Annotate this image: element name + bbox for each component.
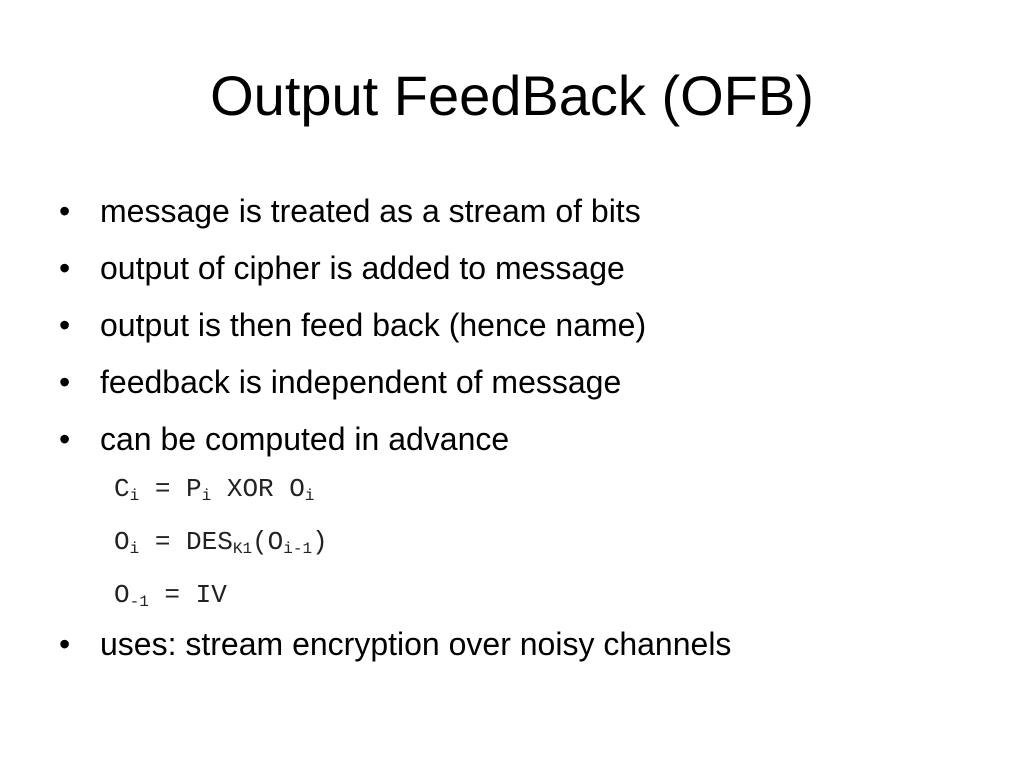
formula-term: = P [139,474,202,504]
formula-subscript: K1 [232,540,253,558]
formula-term: O [114,580,130,610]
formula-term: O [114,527,130,557]
bullet-dot: • [59,307,71,343]
bullet-item: • can be computed in advance [56,415,996,463]
bullet-item: • uses: stream encryption over noisy cha… [56,620,996,668]
formula-term: = DES [139,527,233,557]
formula-subscript: i [129,487,140,505]
formula-subscript: i [304,487,315,505]
formula-term: = IV [148,580,227,610]
bullet-text: feedback is independent of message [100,364,622,400]
formula-output: Oi = DESK1(Oi-1) [114,524,328,560]
formula-term: ) [312,527,328,557]
bullet-dot: • [59,250,71,286]
slide-title: Output FeedBack (OFB) [210,64,814,127]
bullet-dot: • [59,421,71,457]
bullet-item: • output of cipher is added to message [56,244,996,292]
bullet-dot: • [59,193,71,229]
formula-term: XOR O [211,474,305,504]
bullet-text: can be computed in advance [100,421,510,457]
bullet-text: output is then feed back (hence name) [100,307,647,343]
bullet-dot: • [59,626,71,662]
formula-list: Ci = Pi XOR Oi Oi = DESK1(Oi-1) O-1 = IV [114,471,328,630]
bullet-list: • message is treated as a stream of bits… [56,187,996,472]
formula-term: C [114,474,130,504]
formula-subscript: -1 [129,593,149,611]
formula-subscript: i [201,487,212,505]
bullet-item: • message is treated as a stream of bits [56,187,996,235]
formula-subscript: i [129,540,140,558]
bullet-item: • output is then feed back (hence name) [56,301,996,349]
bullet-item: • feedback is independent of message [56,358,996,406]
bullet-text: message is treated as a stream of bits [100,193,641,229]
final-bullet-list: • uses: stream encryption over noisy cha… [56,620,996,677]
formula-ciphertext: Ci = Pi XOR Oi [114,471,328,507]
formula-term: (O [252,527,284,557]
bullet-text: output of cipher is added to message [100,250,625,286]
bullet-text: uses: stream encryption over noisy chann… [100,626,732,662]
formula-initial-vector: O-1 = IV [114,577,328,613]
formula-subscript: i-1 [283,540,313,558]
bullet-dot: • [59,364,71,400]
